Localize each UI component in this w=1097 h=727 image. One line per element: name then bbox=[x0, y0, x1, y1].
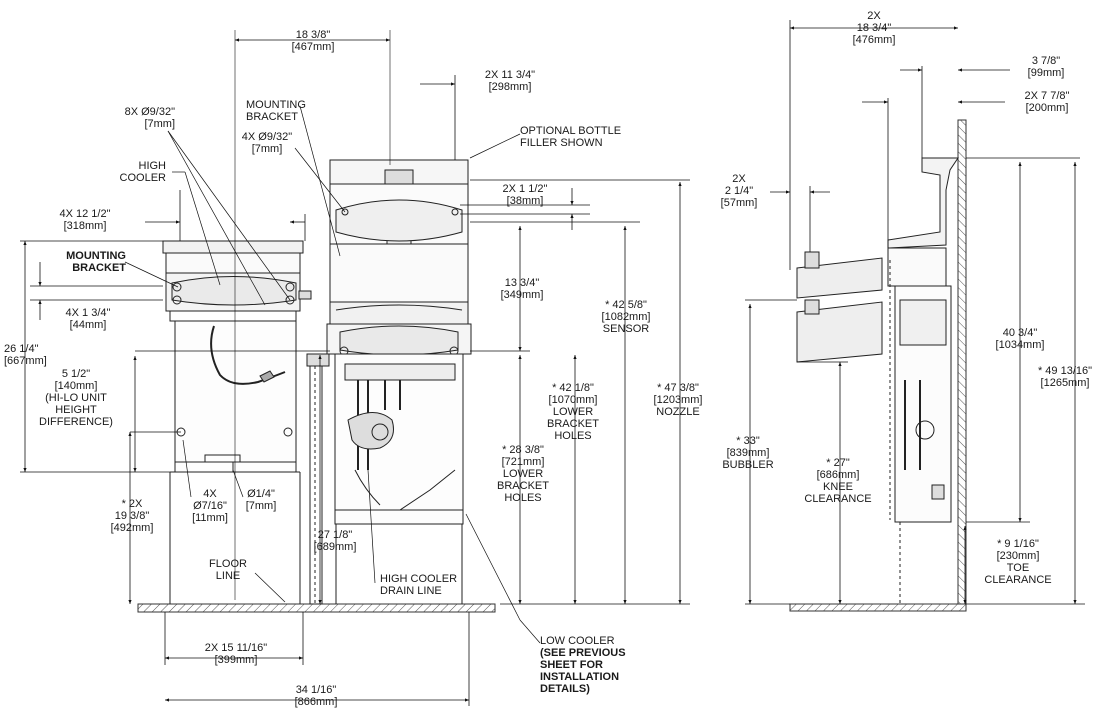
dim-side-33: * 33"[839mm]BUBBLER bbox=[722, 435, 774, 471]
side-floor bbox=[789, 603, 967, 612]
dim-11-3-4: 2X 11 3/4"[298mm] bbox=[484, 69, 536, 93]
dim-1-4-holes: Ø1/4"[7mm] bbox=[245, 488, 277, 512]
callout-low-cooler: LOW COOLER bbox=[540, 635, 615, 647]
dim-4x-holes: 4X Ø9/32"[7mm] bbox=[241, 131, 293, 155]
dim-15-11-16: 2X 15 11/16"[399mm] bbox=[204, 642, 268, 666]
dim-12-1-2: 4X 12 1/2"[318mm] bbox=[59, 208, 111, 232]
dim-26-1-4: 26 1/4"[667mm] bbox=[4, 343, 47, 367]
dim-side-7-7-8: 2X 7 7/8"[200mm] bbox=[1024, 90, 1070, 114]
front-view bbox=[20, 30, 690, 706]
dim-8x-holes: 8X Ø9/32"[7mm] bbox=[124, 106, 175, 130]
front-dimension-lines bbox=[20, 30, 690, 706]
high-cooler-center-unit bbox=[306, 159, 472, 605]
dim-42-5-8: * 42 5/8"[1082mm]SENSOR bbox=[601, 299, 651, 335]
dim-47-3-8: * 47 3/8"[1203mm]NOZZLE bbox=[653, 382, 703, 418]
dim-1-1-2: 2X 1 1/2"[38mm] bbox=[502, 183, 548, 207]
dim-side-49-13-16: * 49 13/16"[1265mm] bbox=[1037, 365, 1093, 389]
dim-13-3-4: 13 3/4"[349mm] bbox=[500, 277, 544, 301]
dim-34-1-16: 34 1/16"[866mm] bbox=[294, 684, 338, 708]
dim-side-3-7-8: 3 7/8"[99mm] bbox=[1027, 55, 1065, 79]
dim-width-top: 18 3/8"[467mm] bbox=[291, 29, 335, 53]
dim-1-3-4: 4X 1 3/4"[44mm] bbox=[65, 307, 111, 331]
floor-line bbox=[137, 603, 496, 613]
low-cooler-left-unit bbox=[162, 240, 312, 604]
front-leader-lines bbox=[124, 105, 541, 644]
dim-27-1-8: 27 1/8"[689mm] bbox=[313, 529, 357, 553]
side-view bbox=[745, 20, 1085, 612]
side-dimension-lines bbox=[745, 20, 1085, 605]
dim-side-40-3-4: 40 3/4"[1034mm] bbox=[995, 327, 1045, 351]
